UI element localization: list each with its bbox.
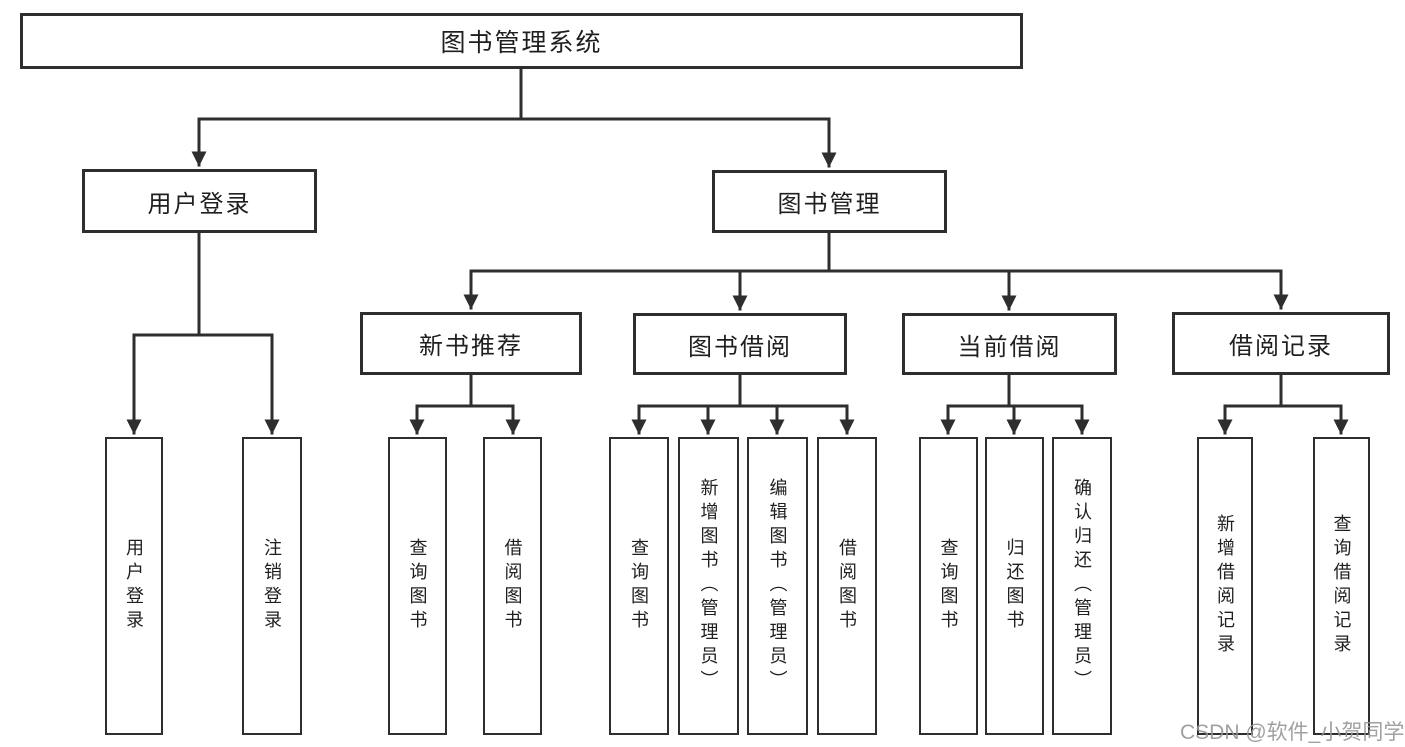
leaf-query-books-recommend-label: 查询图书: [407, 538, 428, 634]
leaf-logout: 注销登录: [242, 437, 302, 735]
leaf-query-borrow-record-label: 查询借阅记录: [1331, 514, 1352, 658]
leaf-borrow-books-label: 借阅图书: [837, 538, 857, 634]
leaf-edit-books-admin-label: 编辑图书（管理员）: [767, 478, 788, 694]
leaf-logout-label: 注销登录: [262, 538, 282, 634]
leaf-borrow-books-recommend: 借阅图书: [483, 437, 542, 735]
node-book-management-label: 图书管理: [777, 191, 882, 218]
node-user-login-label: 用户登录: [147, 190, 252, 218]
node-new-book-recommend-label: 新书推荐: [419, 333, 523, 360]
leaf-user-login: 用户登录: [105, 437, 163, 735]
leaf-query-books-current: 查询图书: [919, 437, 978, 735]
leaf-add-borrow-record: 新增借阅记录: [1197, 437, 1253, 735]
node-book-borrowing-label: 图书借阅: [688, 333, 792, 361]
leaf-return-books: 归还图书: [985, 437, 1044, 735]
node-library-management-system-label: 图书管理系统: [440, 29, 603, 57]
node-book-management: 图书管理: [712, 170, 947, 233]
leaf-confirm-return-admin-label: 确认归还（管理员）: [1072, 478, 1092, 694]
node-user-login: 用户登录: [82, 169, 317, 233]
leaf-borrow-books-recommend-label: 借阅图书: [502, 538, 523, 634]
leaf-confirm-return-admin: 确认归还（管理员）: [1052, 437, 1112, 735]
node-borrowing-records-label: 借阅记录: [1229, 333, 1333, 360]
node-new-book-recommend: 新书推荐: [360, 312, 582, 375]
node-book-borrowing: 图书借阅: [633, 313, 847, 375]
leaf-return-books-label: 归还图书: [1004, 538, 1025, 634]
leaf-user-login-label: 用户登录: [124, 538, 144, 634]
leaf-query-books-current-label: 查询图书: [938, 538, 959, 634]
leaf-borrow-books: 借阅图书: [817, 437, 877, 735]
csdn-watermark: CSDN @软件_小贺同学: [1180, 721, 1405, 744]
leaf-edit-books-admin: 编辑图书（管理员）: [747, 437, 808, 735]
node-current-borrowing: 当前借阅: [902, 313, 1117, 375]
leaf-add-books-admin-label: 新增图书（管理员）: [698, 478, 719, 694]
leaf-query-books-borrow: 查询图书: [609, 437, 669, 735]
leaf-query-borrow-record: 查询借阅记录: [1313, 437, 1370, 735]
leaf-query-books-borrow-label: 查询图书: [629, 538, 649, 634]
leaf-query-books-recommend: 查询图书: [388, 437, 447, 735]
leaf-add-borrow-record-label: 新增借阅记录: [1215, 514, 1235, 658]
node-current-borrowing-label: 当前借阅: [957, 333, 1062, 361]
node-library-management-system: 图书管理系统: [20, 13, 1023, 69]
node-borrowing-records: 借阅记录: [1172, 312, 1390, 375]
leaf-add-books-admin: 新增图书（管理员）: [678, 437, 739, 735]
